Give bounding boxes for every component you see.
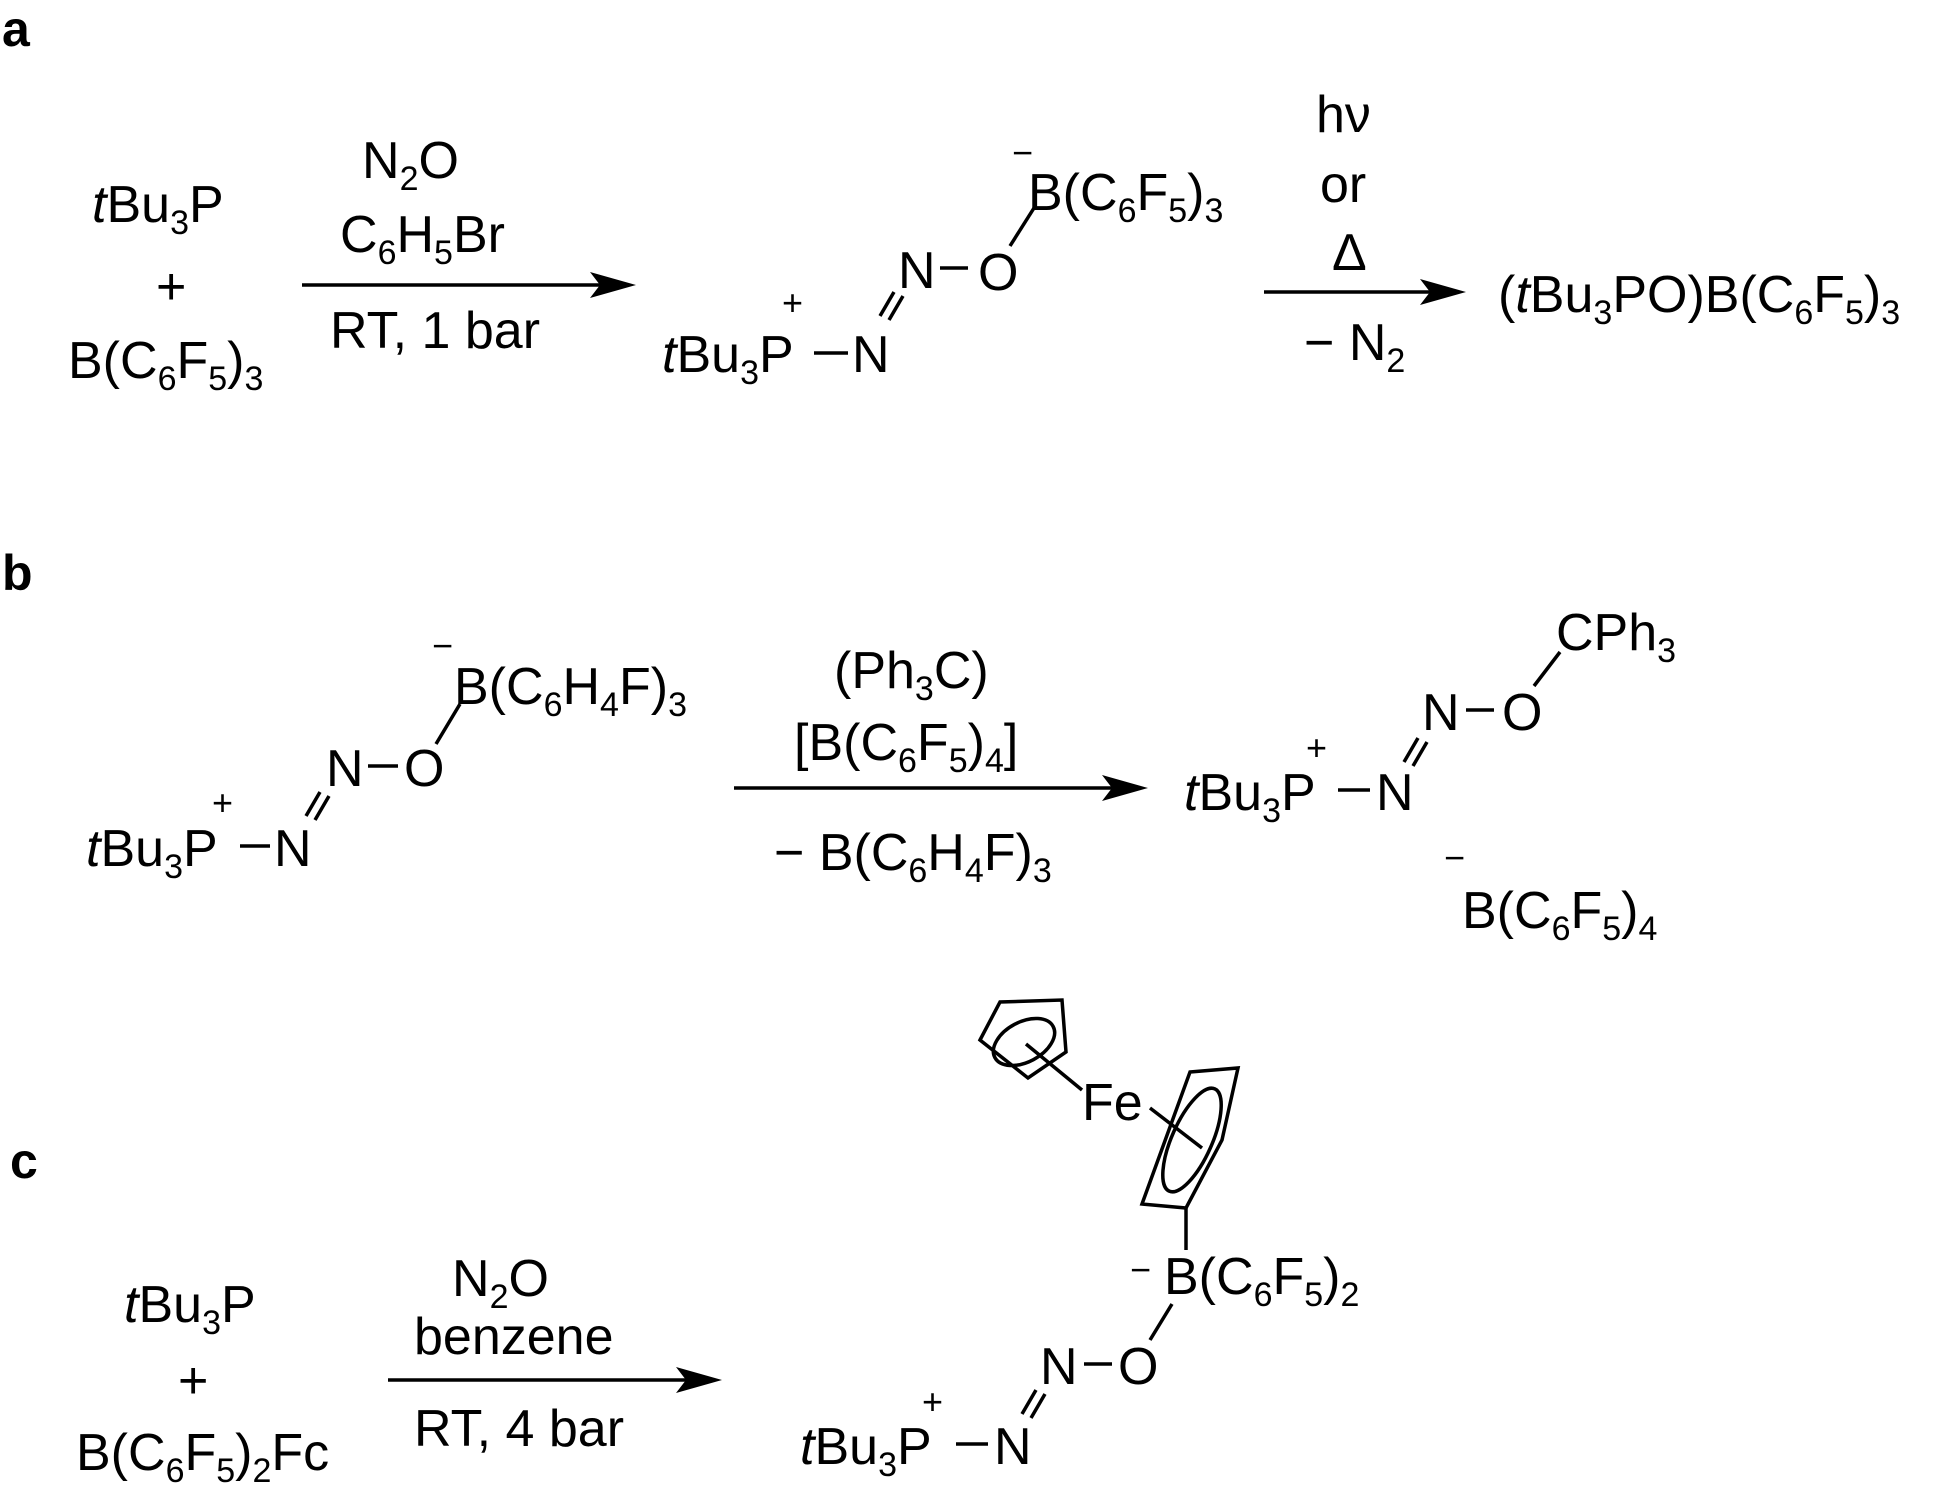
borane-b: B(C6H4F)3: [454, 658, 687, 724]
condition-heat-a: Δ: [1332, 224, 1367, 282]
counterion-charge-b: −: [1444, 837, 1465, 878]
reactant-phosphine-a: tBu3P: [92, 176, 224, 242]
atom-n1-a: N: [852, 326, 890, 384]
reactant-borane-c: B(C6F5)2Fc: [76, 1424, 329, 1488]
atom-o-b: O: [404, 740, 444, 798]
condition-solvent-c: benzene: [414, 1308, 614, 1366]
condition-rt-c: RT, 4 bar: [414, 1400, 624, 1458]
condition-loss-b: − B(C6H4F)3: [774, 824, 1052, 890]
anion-charge-c: −: [1130, 1249, 1151, 1290]
plus-sign-a: +: [156, 258, 186, 316]
atom-n2-b-product: N: [1422, 684, 1460, 742]
condition-n2o-a: N2O: [362, 132, 459, 198]
iron-atom-c: Fe: [1082, 1074, 1143, 1132]
atom-n2-a: N: [898, 242, 936, 300]
reaction-arrow-b: [734, 775, 1148, 801]
counterion-b: B(C6F5)4: [1462, 882, 1657, 948]
bond-nn-b-1: [304, 791, 322, 817]
atom-o-c: O: [1118, 1338, 1158, 1396]
cation-charge-a: +: [782, 282, 803, 323]
bond-o-b-b: [434, 703, 462, 745]
anion-charge-b: −: [432, 625, 453, 666]
atom-n1-b-product: N: [1376, 764, 1414, 822]
borane-a: B(C6F5)3: [1028, 164, 1223, 230]
plus-sign-c: +: [178, 1352, 208, 1410]
condition-n2-loss-a: − N2: [1304, 314, 1405, 380]
condition-borate-b: [B(C6F5)4]: [794, 714, 1018, 780]
condition-trityl-b: (Ph3C): [834, 642, 989, 708]
bond-b-o-c: [1148, 1303, 1174, 1341]
atom-o-a: O: [978, 244, 1018, 302]
bond-nn-bp-2: [1411, 741, 1429, 767]
condition-solvent-a: C6H5Br: [340, 206, 505, 272]
reaction-arrow-c: [388, 1367, 722, 1393]
bond-nn-a-1: [878, 291, 896, 317]
cyclopentadienyl-ring-bottom: [1139, 1066, 1241, 1250]
condition-n2o-c: N2O: [452, 1250, 549, 1316]
bond-nn-c-1: [1020, 1389, 1038, 1415]
condition-hv-a: hν: [1316, 86, 1371, 144]
bond-o-c-b-product: [1532, 650, 1562, 688]
atom-n2-b: N: [326, 740, 364, 798]
reaction-arrow-a1: [302, 272, 636, 298]
phosphonium-b-product: tBu3P: [1184, 764, 1316, 830]
reaction-arrow-a2: [1264, 279, 1466, 305]
bond-nn-c-2: [1029, 1393, 1047, 1419]
panel-label-c: c: [10, 1133, 38, 1189]
cation-charge-b: +: [212, 782, 233, 823]
phosphonium-a: tBu3P: [662, 326, 794, 392]
product-a: (tBu3PO)B(C6F5)3: [1498, 266, 1900, 332]
phosphonium-c: tBu3P: [800, 1418, 932, 1484]
borane-c: B(C6F5)2: [1164, 1248, 1359, 1314]
condition-or-a: or: [1320, 156, 1366, 214]
panel-label-b: b: [2, 545, 33, 601]
anion-charge-a: −: [1012, 132, 1033, 173]
atom-n2-c: N: [1040, 1338, 1078, 1396]
atom-n1-b: N: [274, 820, 312, 878]
cyclopentadienyl-ring-top: [977, 998, 1084, 1092]
bond-nn-b-2: [313, 795, 331, 821]
phosphonium-b: tBu3P: [86, 820, 218, 886]
atom-n1-c: N: [994, 1418, 1032, 1476]
reactant-phosphine-c: tBu3P: [124, 1276, 256, 1342]
condition-rt-a: RT, 1 bar: [330, 302, 540, 360]
reactant-borane-a: B(C6F5)3: [68, 332, 263, 398]
cation-charge-b-product: +: [1306, 727, 1327, 768]
panel-label-a: a: [2, 1, 31, 57]
atom-o-b-product: O: [1502, 684, 1542, 742]
trityl-substituent-b: CPh3: [1556, 604, 1676, 670]
bond-nn-bp-1: [1402, 737, 1420, 763]
bond-o-b-a: [1008, 207, 1036, 247]
cation-charge-c: +: [922, 1381, 943, 1422]
bond-nn-a-2: [887, 295, 905, 321]
